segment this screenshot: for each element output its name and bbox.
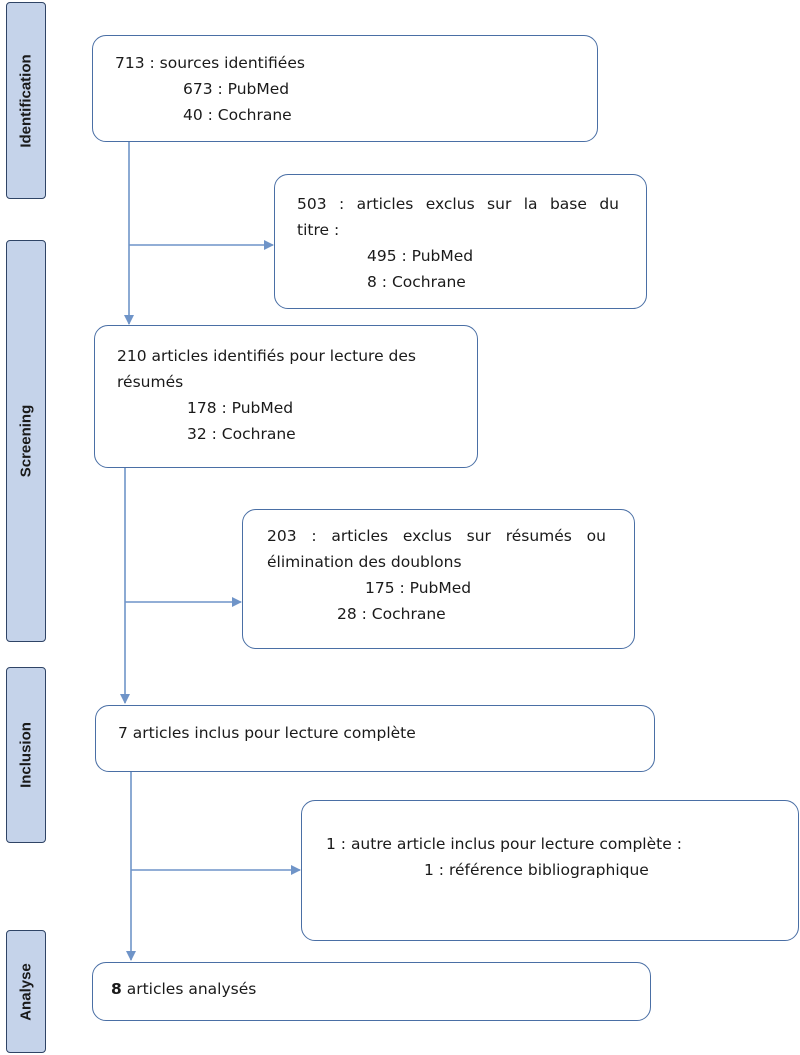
excluded-abstracts-line2: élimination des doublons [267, 553, 462, 571]
identified-cochrane: 40 : Cochrane [183, 106, 292, 124]
analysed-text: 8 articles analysés [111, 976, 650, 1002]
included-box: 7 articles inclus pour lecture complète [95, 705, 655, 772]
abstracts-cochrane: 32 : Cochrane [187, 425, 296, 443]
identified-title: 713 : sources identifiées [115, 54, 305, 72]
phase-inclusion: Inclusion [6, 667, 46, 843]
analysed-box: 8 articles analysés [92, 962, 651, 1021]
excluded-title-cochrane: 8 : Cochrane [367, 273, 466, 291]
excluded-abstracts-pubmed: 175 : PubMed [365, 579, 472, 597]
abstracts-box: 210 articles identifiés pour lecture des… [94, 325, 478, 468]
phase-identification: Identification [6, 2, 46, 199]
excluded-abstracts-line1: 203 : articles exclus sur résumés ou [267, 527, 606, 545]
included-text: 7 articles inclus pour lecture complète [118, 724, 416, 742]
excluded-abstracts-cochrane: 28 : Cochrane [337, 605, 446, 623]
excluded-abstracts-box: 203 : articles exclus sur résumés ou éli… [242, 509, 635, 649]
excluded-title-pubmed: 495 : PubMed [367, 247, 474, 265]
analysed-label: articles analysés [121, 980, 257, 998]
identified-box: 713 : sources identifiées 673 : PubMed 4… [92, 35, 598, 142]
abstracts-pubmed: 178 : PubMed [187, 399, 294, 417]
excluded-title-line2: titre : [297, 221, 340, 239]
phase-screening: Screening [6, 240, 46, 642]
identified-pubmed: 673 : PubMed [183, 80, 290, 98]
excluded-title-box: 503 : articles exclus sur la base du tit… [274, 174, 647, 309]
abstracts-line2: résumés [117, 373, 184, 391]
abstracts-line1: 210 articles identifiés pour lecture des [117, 347, 416, 365]
other-included-line2: 1 : référence bibliographique [424, 861, 649, 879]
excluded-title-line1: 503 : articles exclus sur la base du [297, 195, 619, 213]
analysed-count: 8 [111, 980, 122, 998]
phase-analyse: Analyse [6, 930, 46, 1053]
other-included-line1: 1 : autre article inclus pour lecture co… [326, 835, 682, 853]
other-included-box: 1 : autre article inclus pour lecture co… [301, 800, 799, 941]
